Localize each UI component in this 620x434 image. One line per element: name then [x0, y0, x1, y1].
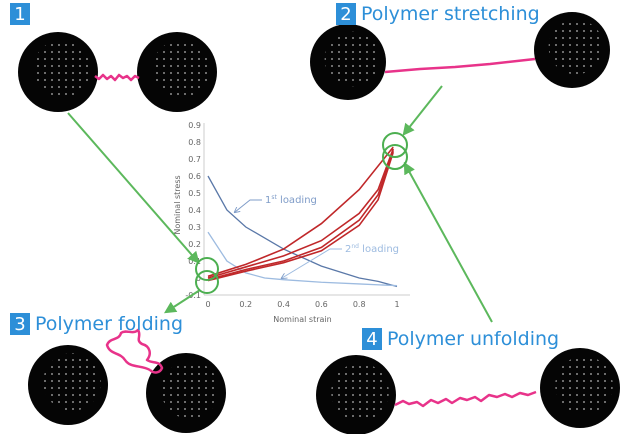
series-2nd-loading: [207, 231, 398, 287]
y-axis-label: Nominal stress: [173, 175, 182, 234]
bead-texture: [43, 353, 101, 411]
bead-texture: [548, 19, 604, 75]
y-tick-label: 0.4: [188, 206, 201, 215]
arrow-1: [67, 112, 200, 264]
annotation-pointer-2: [282, 248, 342, 278]
arrows: [67, 85, 493, 323]
bead-texture: [152, 40, 210, 98]
bead-texture: [331, 363, 389, 421]
annotation-1: 1st loading: [265, 194, 317, 206]
x-tick-label: 0.2: [239, 300, 252, 309]
bead-texture: [33, 40, 91, 98]
y-tick-label: 0.7: [188, 155, 201, 164]
arrow-2: [402, 85, 443, 136]
x-tick-label: 1: [394, 300, 399, 309]
polymer-folded: [105, 328, 164, 374]
panel-1-label: 1: [10, 3, 35, 25]
polymer-relaxed: [94, 73, 140, 82]
y-tick-label: 0.5: [188, 189, 201, 198]
y-tick-label: 0.9: [188, 121, 201, 130]
arrow-4: [403, 161, 493, 323]
series-stretch-1: [207, 146, 394, 278]
annotation-pointer-1: [235, 199, 262, 212]
y-tick-label: 0.3: [188, 223, 201, 232]
series-1st-loading: [207, 175, 398, 288]
y-tick-label: 0.6: [188, 172, 201, 181]
polymer-chains: [94, 57, 537, 408]
bead-texture: [161, 361, 219, 419]
polymer-unfolded: [394, 390, 537, 408]
bead-texture: [324, 31, 380, 87]
series-stretch-2: [207, 148, 394, 279]
x-tick-label: 0.6: [315, 300, 328, 309]
annotation-2: 2nd loading: [345, 243, 399, 255]
x-tick-label: 0.4: [277, 300, 290, 309]
series-stretch-3: [207, 150, 394, 281]
stress-strain-chart: -0.100.10.20.30.40.50.60.70.80.900.20.40…: [173, 121, 410, 324]
arrow-3: [163, 289, 201, 314]
y-tick-label: 0: [196, 274, 201, 283]
x-tick-label: 0: [205, 300, 210, 309]
y-tick-label: 0.2: [188, 240, 201, 249]
x-tick-label: 0.8: [353, 300, 366, 309]
polymer-stretched: [384, 57, 536, 74]
highlight-circles: [195, 132, 408, 294]
x-axis-label: Nominal strain: [273, 315, 331, 324]
y-tick-label: 0.8: [188, 138, 201, 147]
bead-texture: [555, 356, 613, 414]
series-stretch-4: [207, 151, 394, 282]
